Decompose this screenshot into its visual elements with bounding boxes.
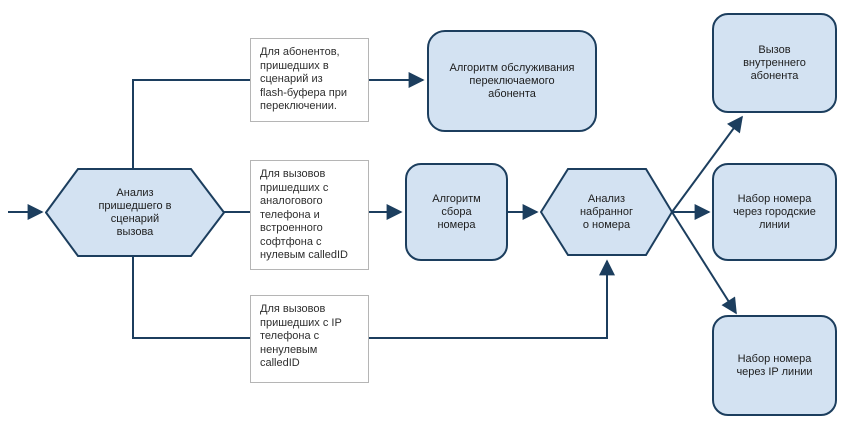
condition-label-analog: Для вызовов пришедших с аналогового теле… — [250, 160, 369, 270]
node-algo-collect: Алгоритм сбора номера — [405, 163, 508, 261]
hexagon-shape — [540, 168, 673, 256]
node-algo-switch: Алгоритм обслуживания переключаемого або… — [427, 30, 597, 132]
node-out-ip: Набор номера через IP линии — [712, 315, 837, 416]
connector-analysis-to-internal — [671, 115, 743, 213]
node-start-label: Анализ пришедшего в сценарий вызова — [98, 186, 172, 238]
node-out-internal-label: Вызов внутреннего абонента — [743, 43, 806, 82]
condition-label-ip: Для вызовов пришедших с IP телефона с не… — [250, 295, 369, 383]
condition-label-flash: Для абонентов, пришедших в сценарий из f… — [250, 38, 369, 122]
node-algo-collect-label: Алгоритм сбора номера — [432, 192, 481, 231]
node-out-ip-label: Набор номера через IP линии — [736, 352, 813, 378]
node-out-internal: Вызов внутреннего абонента — [712, 13, 837, 113]
node-analysis-hexagon: Анализ набранног о номера — [540, 168, 673, 256]
node-out-city-label: Набор номера через городские линии — [733, 192, 816, 231]
connector-analysis-to-ip — [671, 211, 737, 315]
node-out-city: Набор номера через городские линии — [712, 163, 837, 261]
connector-bottom-branch — [132, 256, 615, 339]
node-start-hexagon: Анализ пришедшего в сценарий вызова — [45, 168, 225, 257]
hexagon-shape — [45, 168, 225, 257]
node-algo-switch-label: Алгоритм обслуживания переключаемого або… — [449, 61, 575, 100]
node-analysis-label: Анализ набранног о номера — [579, 192, 633, 231]
